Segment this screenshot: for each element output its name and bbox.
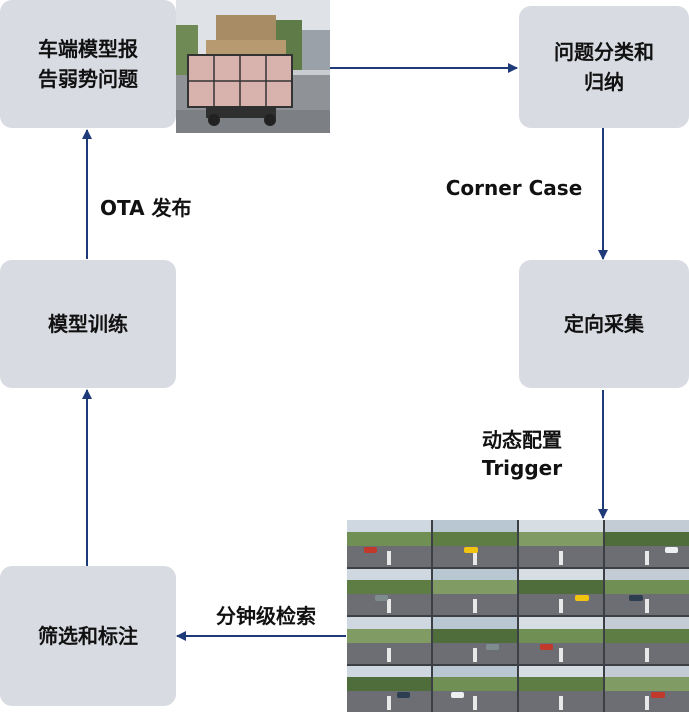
grid-thumbnail [347, 665, 431, 712]
grid-thumbnail [433, 568, 517, 615]
grid-thumbnail [433, 617, 517, 664]
grid-thumbnail [347, 617, 431, 664]
grid-thumbnail [605, 568, 689, 615]
label-retrieval: 分钟级检索 [216, 604, 316, 628]
grid-thumbnail [519, 617, 603, 664]
label-corner-case: Corner Case [445, 176, 583, 200]
grid-thumbnail [519, 520, 603, 567]
grid-thumbnail [347, 568, 431, 615]
retrieval-image-grid [347, 520, 689, 712]
label-trigger: 动态配置 Trigger [481, 428, 563, 480]
grid-thumbnail [433, 520, 517, 567]
grid-thumbnail [605, 520, 689, 567]
node-filter: 筛选和标注 [0, 566, 176, 706]
node-train: 模型训练 [0, 260, 176, 388]
label-ota: OTA 发布 [100, 196, 192, 220]
grid-thumbnail [433, 665, 517, 712]
node-report: 车端模型报 告弱势问题 [0, 0, 176, 128]
grid-thumbnail [519, 665, 603, 712]
grid-thumbnail [605, 665, 689, 712]
node-collect: 定向采集 [519, 260, 689, 388]
grid-thumbnail [347, 520, 431, 567]
grid-thumbnail [519, 568, 603, 615]
node-classify: 问题分类和 归纳 [519, 6, 689, 128]
report-photo [176, 0, 330, 133]
grid-thumbnail [605, 617, 689, 664]
